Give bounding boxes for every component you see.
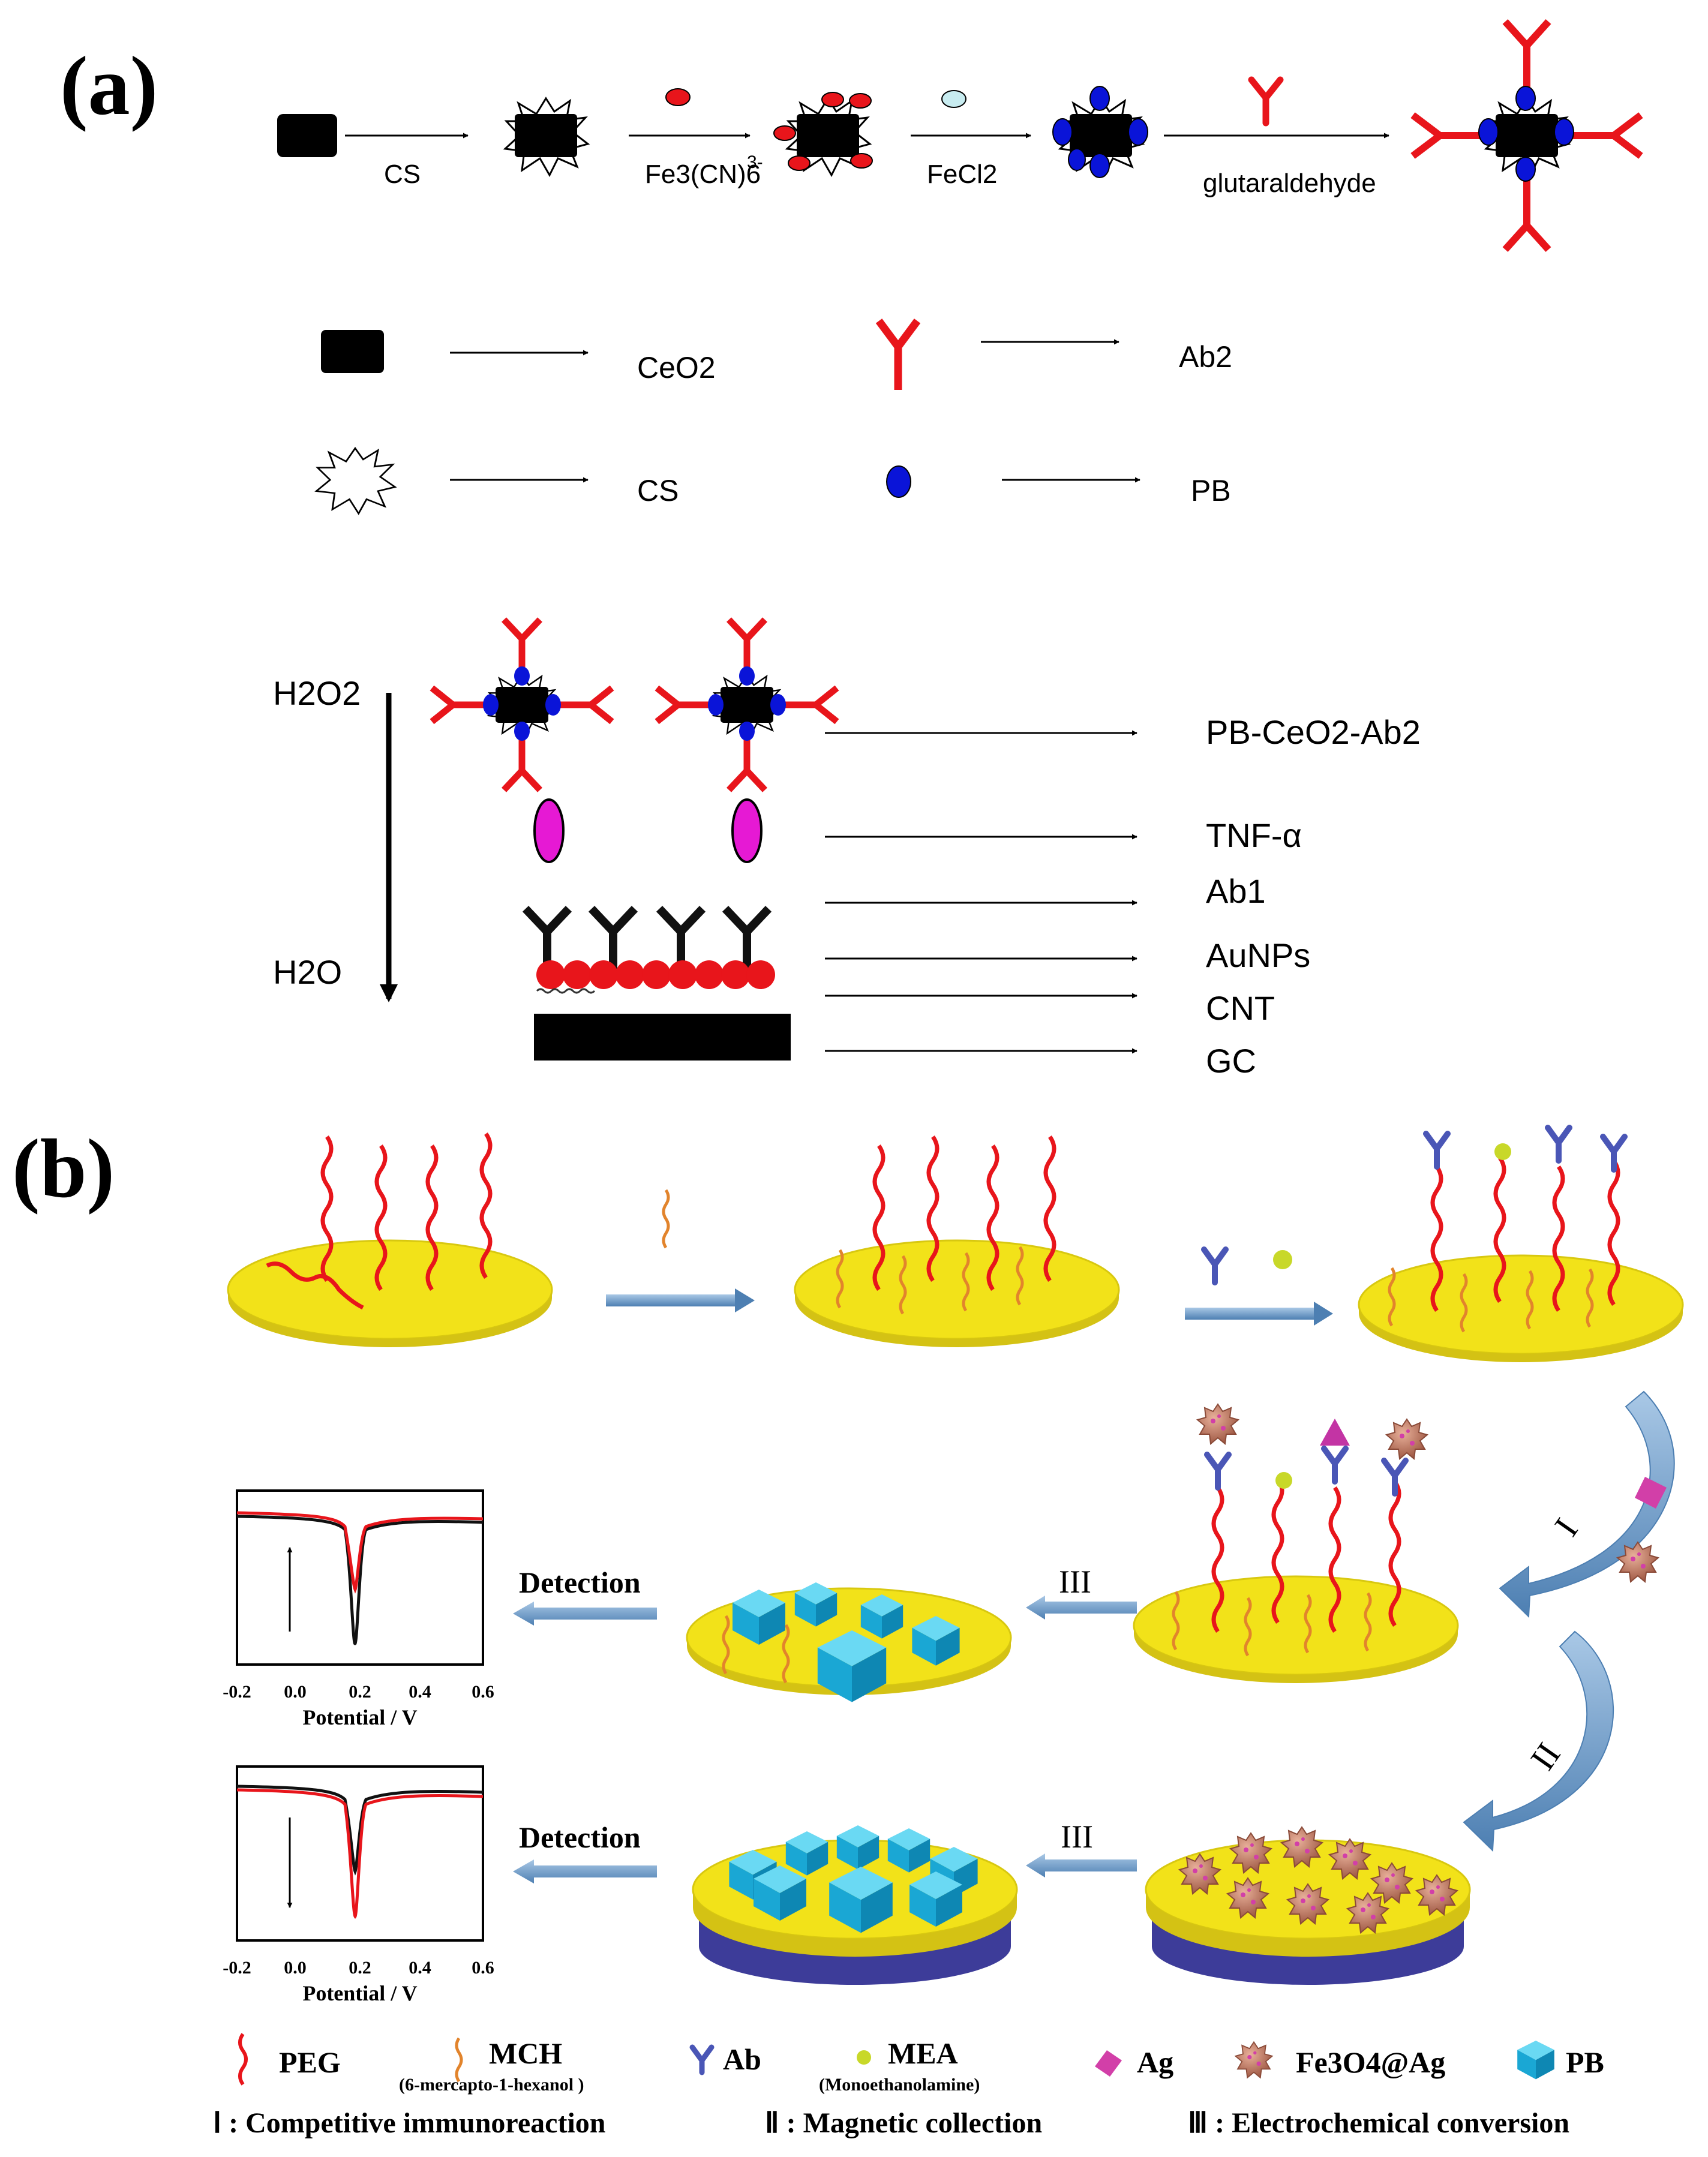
- legend-cs-label: CS: [637, 474, 679, 507]
- conjugate-right: [655, 617, 839, 792]
- legend-ab2-symbol: [875, 319, 921, 390]
- step-label-fecl2: FeCl2: [927, 160, 997, 189]
- legend-fe3o4-symbol: [1235, 2041, 1273, 2078]
- legend-pb-cube-symbol: [1517, 2041, 1554, 2080]
- ab1-antibodies: [526, 909, 769, 969]
- aunps-layer: [536, 960, 775, 989]
- step-label-glutaraldehyde: glutaraldehyde: [1203, 169, 1376, 198]
- plot2-tick-1: 0.0: [284, 1958, 307, 1978]
- plot1-tick-3: 0.4: [409, 1682, 431, 1702]
- fe3cn6-icon: [665, 88, 691, 106]
- footnote-2: Ⅱ : Magnetic collection: [765, 2107, 1042, 2139]
- gc-electrode: [534, 1014, 791, 1061]
- step-label-charge: 3-: [747, 152, 763, 172]
- electrode-stack: H2O2 H2O: [273, 617, 1421, 1080]
- pb-ceo2-ab2-conjugate: [1410, 19, 1643, 253]
- legend-mch-full: (6-mercapto-1-hexanol ): [399, 2075, 584, 2095]
- ag-free-icon: [1635, 1477, 1667, 1509]
- ceo2-particle: [277, 114, 337, 157]
- plot-2: -0.2 0.0 0.2 0.4 0.6 Potential / V: [223, 1765, 494, 2005]
- cnt-layer: [536, 988, 596, 994]
- glutaraldehyde-ab2-icon: [1251, 80, 1280, 123]
- legend-ag-label: Ag: [1137, 2045, 1173, 2079]
- legend-mch-symbol: [455, 2037, 463, 2083]
- disc-pb-many: [692, 1825, 1018, 1985]
- detection-arrow-row2: Detection: [513, 1566, 657, 1626]
- legend-fe3o4-label: Fe3O4@Ag: [1296, 2045, 1445, 2079]
- legend-mea-label: MEA: [888, 2036, 958, 2070]
- legend-peg-label: PEG: [279, 2045, 341, 2079]
- h2o2-label: H2O2: [273, 674, 361, 712]
- detection-label-1: Detection: [519, 1566, 641, 1599]
- curved-arrow-II: II: [1463, 1630, 1614, 1852]
- disc-pb-few: [686, 1582, 1012, 1702]
- h2o-label: H2O: [273, 953, 342, 991]
- legend-cs-symbol: [315, 447, 396, 515]
- detection-arrow-row3: Detection: [513, 1820, 657, 1883]
- footnote-3: Ⅲ : Electrochemical conversion: [1188, 2107, 1569, 2139]
- legend-peg-symbol: [238, 2033, 248, 2086]
- conjugate-left: [430, 617, 614, 792]
- disc-competitive-immunoreaction: [1133, 1404, 1459, 1683]
- legend-pb-symbol: [886, 465, 911, 498]
- plot1-tick-0: -0.2: [223, 1682, 251, 1702]
- curved-arrow-I: I: [1499, 1390, 1675, 1618]
- ceo2-cs-particle: [504, 97, 589, 176]
- layer-label-aunps: AuNPs: [1206, 936, 1310, 974]
- legend-ceo2-label: CeO2: [637, 351, 716, 384]
- layer-label-pb-ceo2-ab2: PB-CeO2-Ab2: [1206, 713, 1421, 751]
- legend-ab-symbol: [689, 2044, 715, 2075]
- legend-ab2-label: Ab2: [1179, 340, 1232, 374]
- disc-peg: [227, 1134, 553, 1347]
- disc-ab-immobilized: [1358, 1128, 1684, 1362]
- step-label-cs: CS: [384, 160, 421, 189]
- ceo2-cs-fe3cn6-particle: [773, 92, 873, 176]
- plot2-tick-0: -0.2: [223, 1958, 251, 1978]
- fecl2-icon: [941, 90, 966, 108]
- layer-label-tnf-alpha: TNF-α: [1206, 816, 1302, 854]
- legend-mea-full: (Monoethanolamine): [819, 2075, 980, 2095]
- legend-mea-symbol: [857, 2050, 871, 2065]
- legend-ag-symbol: [1095, 2050, 1122, 2077]
- step-label-I: I: [1547, 1511, 1585, 1543]
- plot2-tick-2: 0.2: [349, 1958, 371, 1978]
- tnf-alpha-left: [533, 798, 565, 863]
- step-label-fe3cn6: Fe3(CN)6: [645, 160, 761, 189]
- detection-label-2: Detection: [519, 1820, 641, 1854]
- legend-pb-label: PB: [1191, 474, 1231, 507]
- plot1-tick-2: 0.2: [349, 1682, 371, 1702]
- tnf-alpha-right: [731, 798, 763, 863]
- legend-pb-cube-label: PB: [1566, 2045, 1604, 2079]
- pb-ceo2-particle: [1052, 86, 1148, 178]
- step-arrow-III-row3: III: [1026, 1819, 1137, 1877]
- legend-ceo2-symbol: [321, 330, 384, 373]
- step-label-III-a: III: [1059, 1564, 1091, 1600]
- plot1-tick-4: 0.6: [472, 1682, 494, 1702]
- layer-label-cnt: CNT: [1206, 989, 1275, 1027]
- plot2-tick-3: 0.4: [409, 1958, 431, 1978]
- footnote-1: Ⅰ : Competitive immunoreaction: [213, 2107, 606, 2139]
- legend-mch-label: MCH: [489, 2036, 562, 2070]
- panel-a-label: (a): [60, 40, 158, 133]
- step-label-III-b: III: [1061, 1819, 1093, 1855]
- layer-label-ab1: Ab1: [1206, 872, 1266, 910]
- reaction-scheme: CS Fe3(CN)6 3- FeCl2: [277, 19, 1643, 253]
- legend-ab-label: Ab: [723, 2042, 761, 2076]
- plot1-xlabel: Potential / V: [302, 1705, 417, 1729]
- panel-b-legend: PEG MCH (6-mercapto-1-hexanol ) Ab MEA (…: [213, 2033, 1604, 2139]
- disc-magnetic-collection: [1145, 1826, 1471, 1985]
- plot1-tick-1: 0.0: [284, 1682, 307, 1702]
- layer-label-gc: GC: [1206, 1042, 1256, 1080]
- step-arrow-ab-mea: [1185, 1249, 1333, 1326]
- plot2-xlabel: Potential / V: [302, 1981, 417, 2005]
- panel-b-label: (b): [12, 1122, 115, 1215]
- panel-a-legend: CeO2 Ab2 CS PB: [315, 319, 1232, 515]
- plot2-tick-4: 0.6: [472, 1958, 494, 1978]
- disc-peg-mch: [794, 1137, 1120, 1347]
- step-arrow-III-row2: III: [1026, 1564, 1137, 1620]
- step-arrow-mch: [606, 1190, 755, 1312]
- step-label-II: II: [1523, 1736, 1568, 1777]
- plot-1: -0.2 0.0 0.2 0.4 0.6 Potential / V: [223, 1489, 494, 1729]
